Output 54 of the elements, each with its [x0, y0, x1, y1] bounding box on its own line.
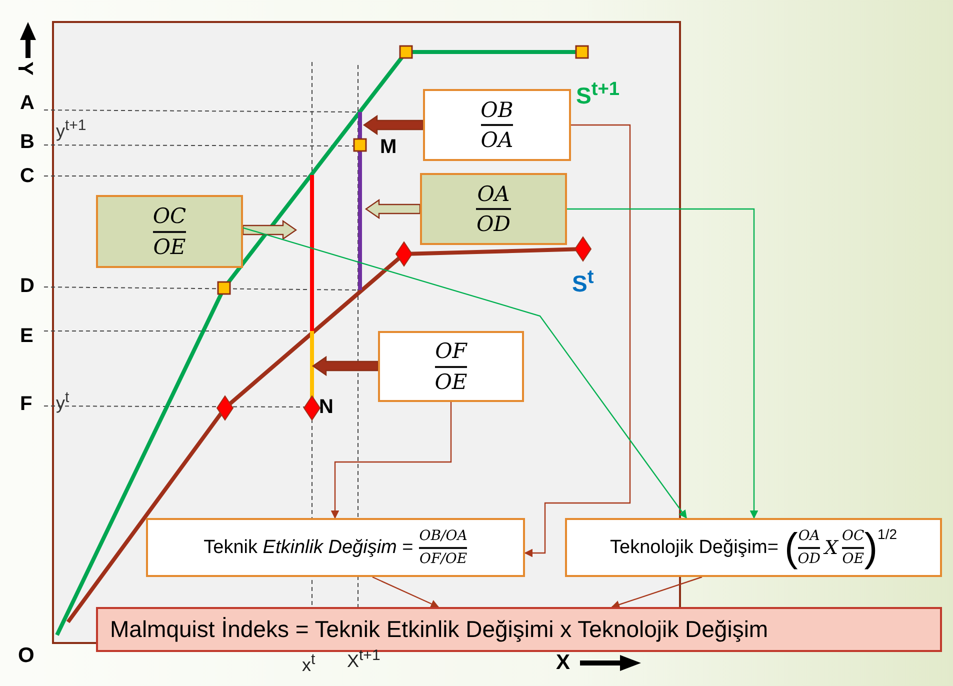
axis-label: D: [20, 276, 34, 296]
denominator: OA: [480, 128, 514, 152]
connector-arrow: [524, 124, 631, 558]
connector-arrow: [611, 576, 702, 609]
axis-label: O: [18, 645, 34, 666]
axis-label: C: [20, 166, 34, 186]
denominator: OF/OE: [420, 550, 468, 567]
formula-text: Teknik Etkinlik Değişim =: [204, 536, 414, 558]
axis-label: B: [20, 132, 34, 152]
numerator: OC: [842, 528, 864, 544]
level-label: x$^{t}$: [302, 652, 316, 674]
connector-arrow: [330, 402, 452, 519]
ratio-box: [378, 331, 524, 402]
formula-text: Teknolojik Değişim=: [610, 536, 778, 558]
block-arrow: [242, 220, 298, 240]
point-label: N: [319, 397, 334, 417]
denominator: OD: [476, 212, 511, 236]
block-arrow: [364, 198, 421, 220]
axis-label: A: [20, 93, 34, 113]
formula-box: [146, 518, 525, 577]
parenthesis: ): [864, 528, 878, 568]
axis-label: F: [20, 394, 32, 414]
point-label: M: [380, 137, 397, 157]
parenthesis: (: [784, 528, 798, 568]
connector-arrow: [242, 227, 687, 519]
ratio-box: [96, 195, 243, 268]
ratio-box: [420, 173, 567, 245]
axis-label: Y: [14, 62, 36, 76]
connector-arrow: [372, 576, 440, 608]
denominator: OE: [434, 370, 468, 394]
level-label: X$^{t+1}$: [347, 648, 380, 670]
math-symbol: X: [824, 536, 838, 558]
numerator: OA: [798, 528, 820, 544]
numerator: OB: [480, 98, 514, 122]
exponent: 1/2: [878, 526, 897, 542]
block-arrow: [312, 356, 379, 376]
formula-box: [565, 518, 942, 577]
level-label: y$^{t}$: [56, 390, 70, 412]
denominator: OE: [153, 234, 186, 259]
formula-text: Malmquist İndeks = Teknik Etkinlik Değişimi x Teknolojik Değişim: [110, 616, 768, 643]
connector-arrow: [567, 208, 758, 519]
block-arrow: [362, 114, 424, 136]
numerator: OB/OA: [419, 528, 468, 544]
frontier-label: S$^{t}$: [572, 268, 594, 296]
axis-label: X: [556, 652, 570, 673]
numerator: OA: [477, 182, 510, 206]
numerator: OC: [152, 204, 186, 228]
level-label: y$^{t+1}$: [56, 118, 86, 140]
axis-label: E: [20, 326, 34, 346]
ratio-box: [423, 89, 571, 161]
denominator: OD: [798, 550, 820, 567]
denominator: OE: [842, 550, 864, 567]
numerator: OF: [435, 339, 467, 364]
frontier-label: S$^{t+1}$: [576, 80, 620, 108]
